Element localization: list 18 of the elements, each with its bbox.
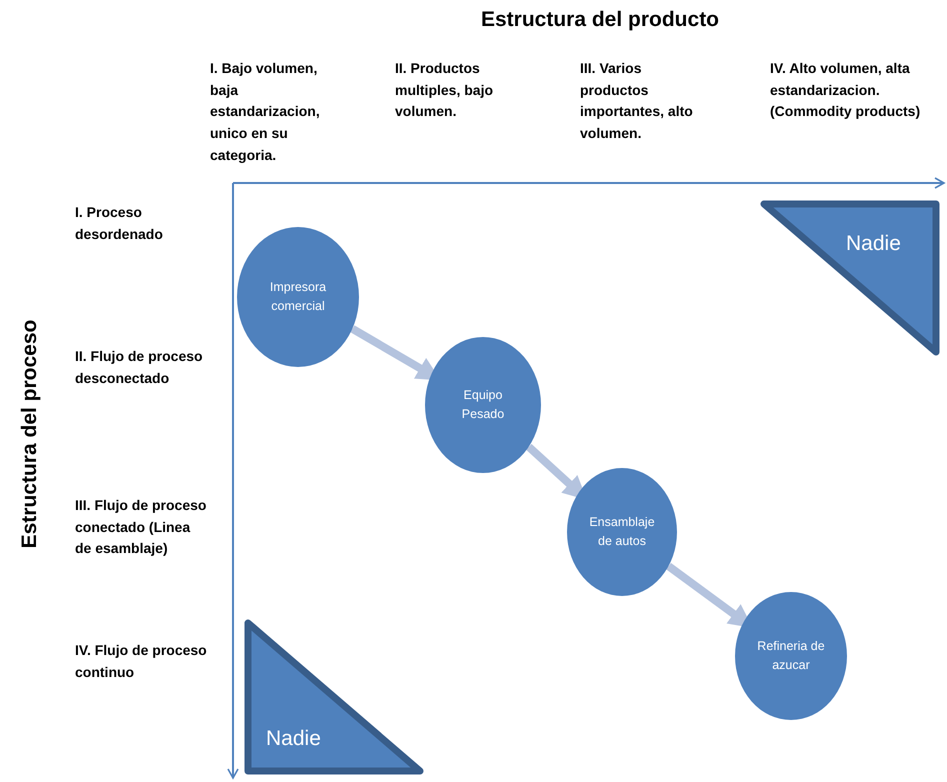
node-label: Equipo Pesado (460, 387, 506, 423)
node-label: Nadie (265, 726, 322, 752)
row-header: IV. Flujo de proceso continuo (75, 641, 207, 682)
column-header: II. Productos multiples, bajo volumen. (395, 59, 494, 122)
row-header: III. Flujo de proceso conectado (Linea de esamblaje) (75, 496, 207, 558)
row-header: II. Flujo de proceso desconectado (75, 347, 204, 388)
column-header: I. Bajo volumen, baja estandarizacion, unico en su categoria. (210, 59, 321, 165)
column-header: IV. Alto volumen, alta estandarizacion. (Commodity products) (770, 59, 922, 122)
triangle-shape (244, 619, 424, 775)
node-label: Ensamblaje de autos (588, 514, 656, 550)
triangle-shape (760, 200, 940, 356)
row-header: I. Proceso desordenado (75, 203, 164, 244)
node-label: Refineria de azucar (756, 638, 826, 674)
column-header: III. Varios productos importantes, alto volumen. (580, 59, 694, 144)
chart-title: Estructura del producto (480, 8, 720, 32)
axis-title: Estructura del proceso (18, 318, 42, 550)
node-label: Nadie (845, 231, 902, 257)
node-label: Impresora comercial (268, 279, 328, 315)
